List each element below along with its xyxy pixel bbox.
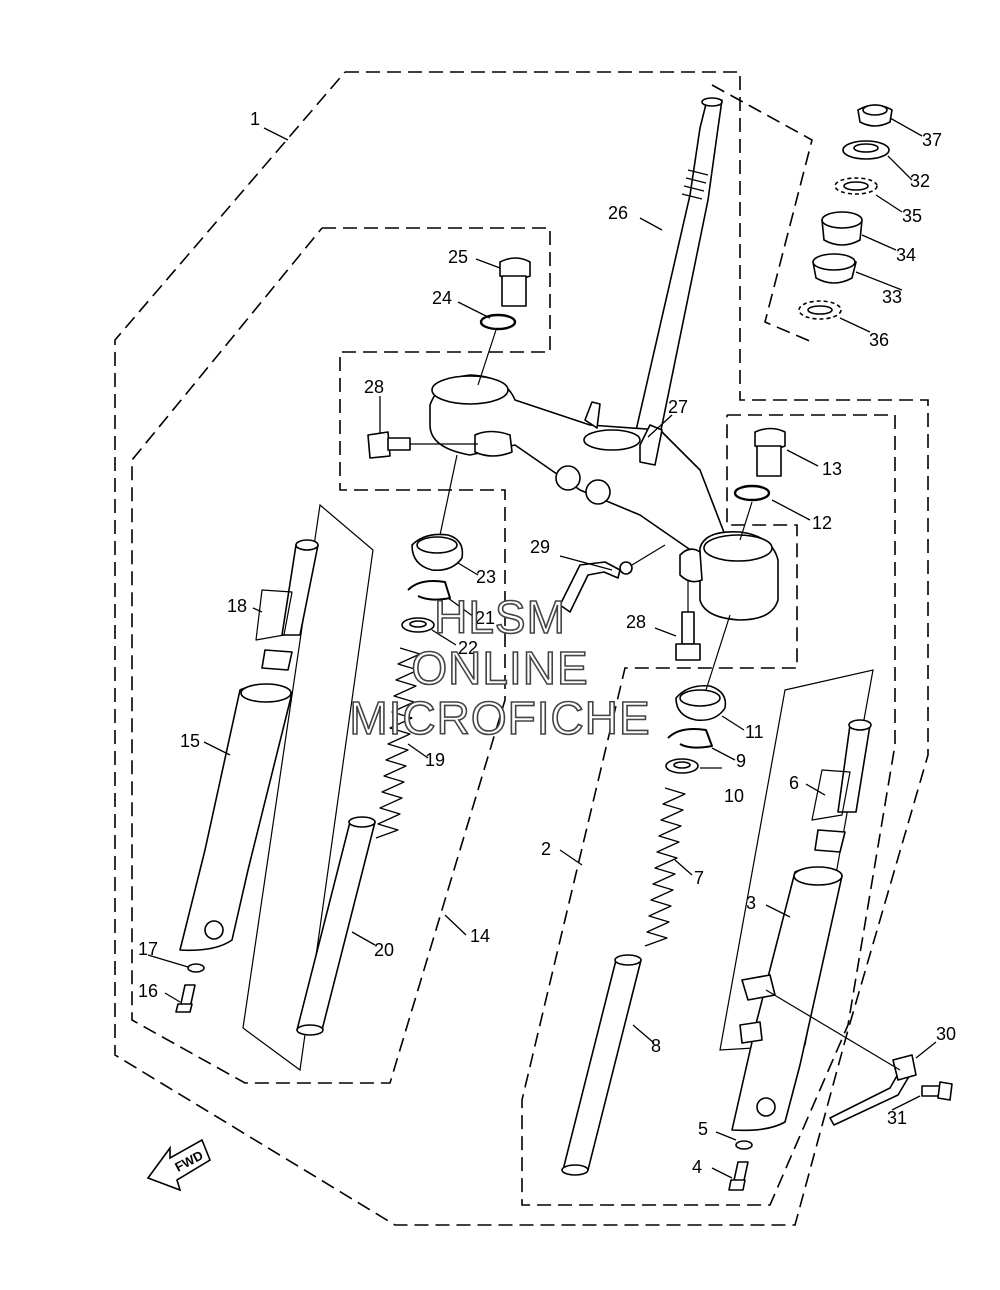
ball-bearing-35 (834, 177, 878, 195)
damper-rod-6 (811, 719, 872, 853)
callout-15: 15 (180, 731, 200, 751)
outer-tube-3 (731, 866, 843, 1132)
callout-14: 14 (470, 926, 490, 946)
sleeve (474, 430, 513, 457)
callout-12: 12 (812, 513, 832, 533)
washer-5 (735, 1140, 753, 1150)
callout-19: 19 (425, 750, 445, 770)
inner-tube-20 (296, 816, 376, 1036)
assembly-boundary-14 (131, 227, 551, 1084)
oil-seal-22 (401, 617, 435, 633)
callout-35: 35 (902, 206, 922, 226)
callout-26: 26 (608, 203, 628, 223)
callout-9: 9 (736, 751, 746, 771)
bushing-23 (411, 533, 464, 572)
callout-18: 18 (227, 596, 247, 616)
ball-race-33 (812, 253, 857, 284)
callout-7: 7 (694, 868, 704, 888)
hose-guide-30 (829, 1054, 917, 1126)
callout-29: 29 (530, 537, 550, 557)
fork-cap-bolt-25 (499, 257, 531, 307)
bushing-11 (675, 684, 727, 722)
clip-21 (407, 580, 451, 601)
ball-bearing-36 (798, 300, 842, 320)
callout-3: 3 (746, 893, 756, 913)
bolt-16 (175, 984, 196, 1013)
callout-23: 23 (476, 567, 496, 587)
callout-36: 36 (869, 330, 889, 350)
watermark-line-1: HLSM (433, 591, 566, 643)
axis-line (765, 989, 901, 1071)
axis-line (439, 454, 458, 536)
callout-5: 5 (698, 1119, 708, 1139)
oil-seal-10 (665, 758, 699, 774)
clip-9 (667, 728, 713, 749)
spring-7 (644, 787, 686, 947)
ball-race-32 (842, 140, 890, 160)
callout-11: 11 (745, 722, 764, 742)
bolt-28-lower (675, 611, 701, 661)
callout-4: 4 (692, 1157, 702, 1177)
bolt-28-upper (367, 431, 411, 459)
callout-37: 37 (922, 130, 942, 150)
callout-1: 1 (250, 109, 260, 129)
washer-17 (187, 963, 205, 973)
watermark-line-2: ONLINE (411, 642, 589, 694)
ball-race-34 (821, 211, 863, 246)
lower-bracket (429, 374, 779, 621)
o-ring-12 (733, 484, 771, 502)
spring-19 (375, 647, 421, 839)
callout-10: 10 (724, 786, 744, 806)
fork-cap-bolt-13 (754, 427, 786, 477)
axis-line (477, 329, 497, 386)
outer-tube-15 (179, 683, 293, 952)
callout-21: 21 (475, 608, 495, 628)
callout-2: 2 (541, 839, 551, 859)
assembly-boundary-1 (114, 71, 929, 1226)
callout-25: 25 (448, 247, 468, 267)
callout-30: 30 (936, 1024, 956, 1044)
inner-tube-8 (561, 954, 642, 1176)
callout-8: 8 (651, 1036, 661, 1056)
o-ring-24 (479, 313, 517, 331)
axis-line (705, 614, 731, 691)
callout-16: 16 (138, 981, 158, 1001)
steering-stem (634, 97, 723, 436)
bolt-4 (728, 1161, 749, 1191)
callout-31: 31 (887, 1108, 907, 1128)
callout-33: 33 (882, 287, 902, 307)
callout-6: 6 (789, 773, 799, 793)
fwd-direction-arrow: FWD (146, 1138, 211, 1192)
callout-28-lower: 28 (626, 612, 646, 632)
bearing-group-bracket (711, 84, 813, 343)
assembly-boundary-2 (521, 414, 896, 1206)
callout-27: 27 (668, 397, 688, 417)
callout-13: 13 (822, 459, 842, 479)
left-inner-frame (242, 503, 374, 1072)
callout-24: 24 (432, 288, 452, 308)
callout-28-upper: 28 (364, 377, 384, 397)
callout-22: 22 (458, 638, 478, 658)
ring-nut-37 (857, 104, 893, 127)
callout-20: 20 (374, 940, 394, 960)
callout-34: 34 (896, 245, 916, 265)
bolt-31 (921, 1081, 953, 1101)
damper-rod-18 (255, 539, 319, 671)
callout-32: 32 (910, 171, 930, 191)
axis-line (739, 501, 753, 541)
watermark-line-3: MICROFICHE (349, 692, 651, 744)
callout-17: 17 (138, 939, 158, 959)
